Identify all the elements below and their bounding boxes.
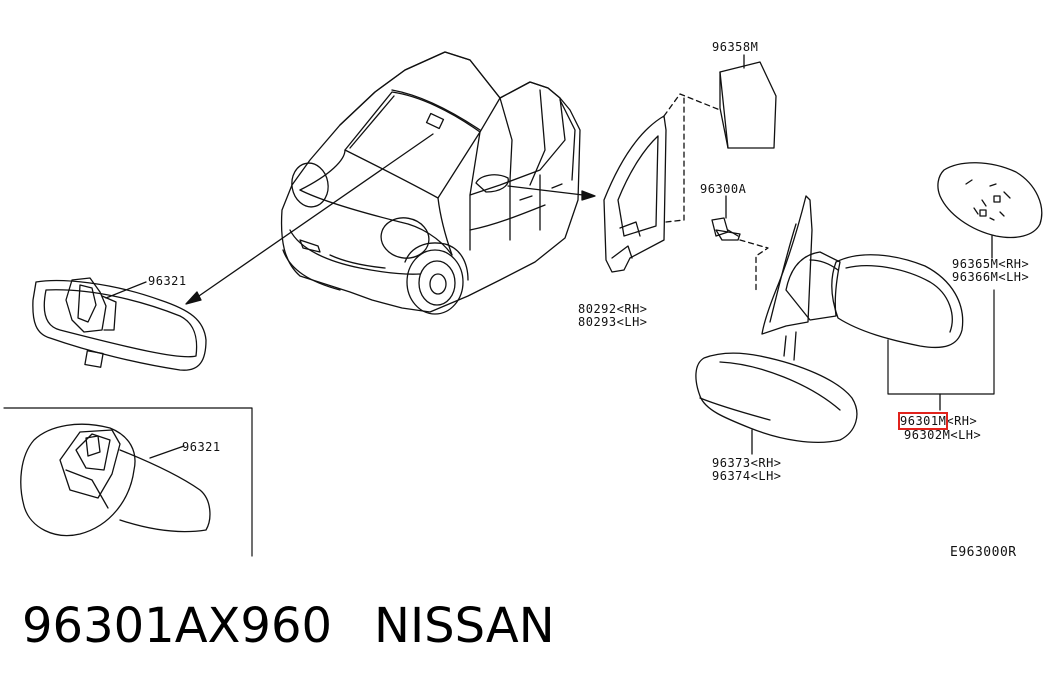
part-number: 96301AX960 <box>22 598 333 654</box>
interior-mirror <box>32 277 207 371</box>
label-96300a: 96300A <box>700 182 747 196</box>
label-96365m: 96365M<RH> <box>952 257 1030 271</box>
label-96358m: 96358M <box>712 40 759 54</box>
label-80293: 80293<LH> <box>578 315 648 329</box>
highlighted-part-96301m[interactable]: 96301M <box>897 412 949 430</box>
label-96374: 96374<LH> <box>712 469 782 483</box>
label-96366m: 96366M<LH> <box>952 270 1030 284</box>
door-mirror <box>761 195 995 411</box>
part-title: 96301AX960 NISSAN <box>22 598 597 654</box>
label-96321-inset: 96321 <box>182 440 221 454</box>
label-96302m: 96302M<LH> <box>904 428 982 442</box>
diagram-reference: E963000R <box>950 545 1017 560</box>
label-96321: 96321 <box>148 274 187 288</box>
leader-96321 <box>105 281 147 299</box>
inset-mirror <box>20 423 211 537</box>
car-illustration <box>280 51 581 315</box>
bolt <box>711 195 769 293</box>
arrows <box>185 133 596 305</box>
inset-box <box>3 407 253 557</box>
corner-trim <box>603 93 721 273</box>
label-80292: 80292<RH> <box>578 302 648 316</box>
mirror-cover <box>695 352 858 455</box>
label-96301m-side: <RH> <box>946 414 978 428</box>
brand-name: NISSAN <box>374 598 555 654</box>
label-96301m-row: 96301M<RH> <box>897 412 978 430</box>
label-96373: 96373<RH> <box>712 456 782 470</box>
mirror-glass <box>937 162 1043 259</box>
seal-pad <box>719 61 777 149</box>
